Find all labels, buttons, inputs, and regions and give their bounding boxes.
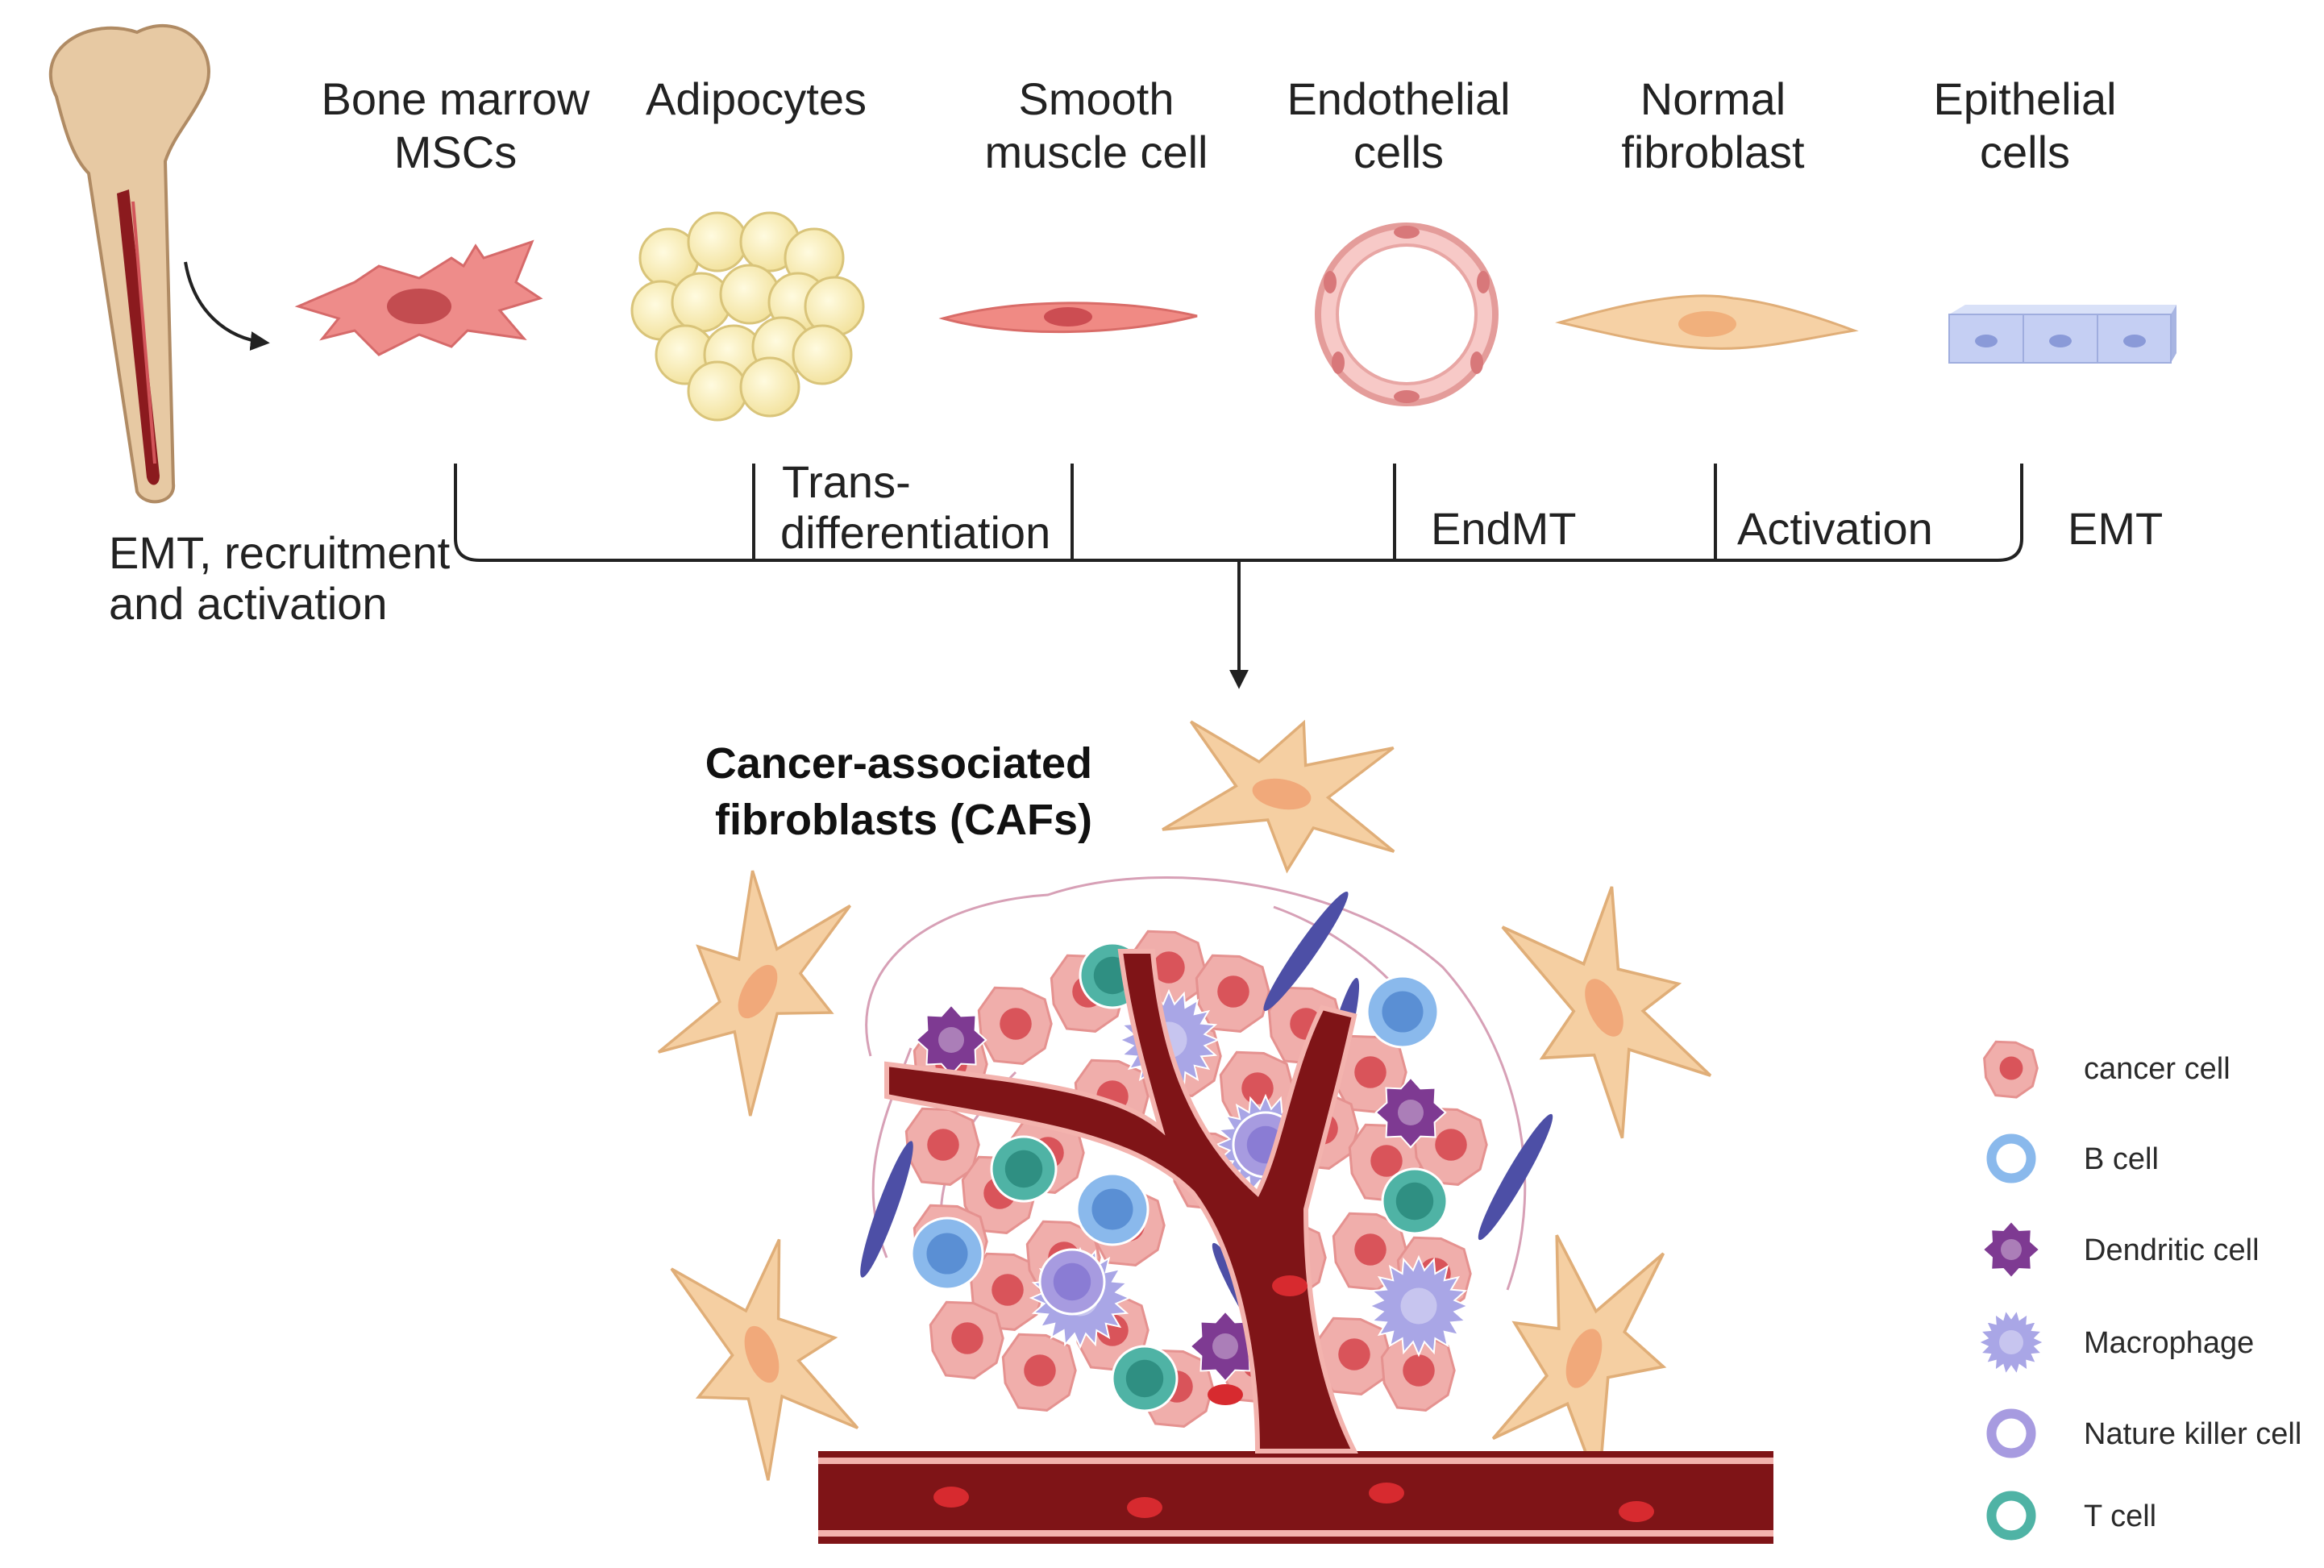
t-cell	[1381, 1167, 1449, 1235]
red-blood-cell	[1127, 1497, 1162, 1518]
cancer-cell	[1332, 1212, 1407, 1291]
adipocyte	[792, 324, 853, 385]
red-blood-cell	[1272, 1275, 1308, 1296]
b-cell	[1366, 975, 1440, 1049]
epithelial-cells-icon	[1948, 305, 2176, 364]
b-cell	[910, 1217, 984, 1291]
source-label-line1: Endothelial	[1287, 73, 1510, 124]
cancer-cell	[977, 986, 1053, 1065]
source-label-line2: cells	[1980, 127, 2070, 177]
legend-label: cancer cell	[2084, 1052, 2230, 1086]
activation-label: Activation	[1737, 503, 1933, 554]
source-label-smc: Smooth muscle cell	[985, 73, 1208, 177]
cancer-cell-icon	[1983, 1040, 2039, 1099]
legend-item: T cell	[1984, 1488, 2156, 1543]
adipocyte	[739, 356, 800, 418]
caf-title-line1: Cancer-associated	[705, 739, 1092, 788]
adipocyte	[687, 211, 748, 272]
smooth-muscle-cell-icon	[938, 302, 1198, 334]
macrophage-icon	[1977, 1308, 2046, 1377]
bone-to-msc-arrow	[184, 261, 270, 351]
source-label-bmsc: Bone marrow MSCs	[321, 73, 590, 177]
b-cell-icon	[1984, 1131, 2039, 1186]
caf-fibroblast-icon	[657, 870, 851, 1117]
source-label-line1: Adipocytes	[646, 73, 867, 124]
legend-label: T cell	[2084, 1499, 2156, 1533]
red-blood-cell	[1369, 1483, 1404, 1504]
red-blood-cell	[933, 1487, 969, 1508]
macrophage	[1367, 1254, 1470, 1358]
caf-title-line2: fibroblasts (CAFs)	[715, 796, 1092, 844]
source-label-line2: MSCs	[394, 127, 517, 177]
t-cell-icon	[1984, 1488, 2039, 1543]
source-label-adipo: Adipocytes	[646, 73, 867, 124]
endothelial-ring-icon	[1315, 223, 1499, 406]
t-cell	[1111, 1345, 1179, 1412]
dendritic-cell-icon	[1981, 1220, 2041, 1279]
tumor-microenvironment	[818, 876, 1773, 1544]
nk-cell	[1038, 1248, 1106, 1316]
cancer-cell	[1412, 1107, 1488, 1186]
source-label-line1: Bone marrow	[321, 73, 590, 124]
legend-label: Nature killer cell	[2084, 1417, 2301, 1451]
stromal-cell	[1263, 891, 1349, 1012]
caf-fibroblast-icon	[1501, 886, 1712, 1139]
legend-item: Nature killer cell	[1984, 1406, 2301, 1461]
blood-vessel-branch	[884, 949, 1358, 1454]
source-label-line2: fibroblast	[1621, 127, 1805, 177]
dendritic-cell	[915, 1004, 987, 1076]
legend-item: Dendritic cell	[1981, 1220, 2260, 1279]
nk-cell-icon	[1984, 1406, 2039, 1461]
source-label-endo: Endothelial cells	[1287, 73, 1510, 177]
legend-label: B cell	[2084, 1142, 2159, 1176]
legend-item: B cell	[1984, 1131, 2159, 1186]
red-blood-cell	[1619, 1501, 1654, 1522]
trans-label: Trans-	[782, 456, 911, 507]
cancer-cell	[1001, 1333, 1077, 1412]
differentiation-label: differentiation	[780, 507, 1050, 558]
emt-recruitment-label: EMT, recruitment	[109, 527, 451, 578]
source-label-line1: Smooth	[1019, 73, 1174, 124]
caf-fibroblast-icon	[1162, 719, 1395, 874]
caf-fibroblast-icon	[670, 1238, 859, 1481]
bone-femur-icon	[49, 24, 210, 504]
source-label-line2: cells	[1353, 127, 1444, 177]
normal-fibroblast-icon	[1555, 294, 1859, 350]
cancer-cell	[929, 1300, 1004, 1379]
cancer-cell	[1380, 1333, 1456, 1412]
source-label-nfib: Normal fibroblast	[1621, 73, 1805, 177]
dendritic-cell	[1374, 1076, 1447, 1149]
adipocyte	[687, 360, 748, 422]
blood-vessel-main	[818, 1451, 1773, 1544]
red-blood-cell	[1208, 1384, 1243, 1405]
emt-label: EMT	[2068, 503, 2163, 554]
source-label-line1: Normal	[1640, 73, 1786, 124]
endmt-label: EndMT	[1431, 503, 1577, 554]
legend-item: Macrophage	[1977, 1308, 2254, 1377]
activation-label-line2: and activation	[109, 578, 388, 629]
source-label-line1: Epithelial	[1933, 73, 2116, 124]
cancer-cell	[904, 1107, 980, 1186]
dendritic-cell	[1189, 1310, 1262, 1383]
msc-cell-icon	[294, 239, 543, 356]
adipocyte-cluster-icon	[630, 211, 865, 422]
stromal-cell	[860, 1141, 913, 1278]
stromal-cell	[1478, 1113, 1553, 1241]
t-cell	[990, 1135, 1058, 1203]
source-label-line2: muscle cell	[985, 127, 1208, 177]
source-label-epi: Epithelial cells	[1933, 73, 2116, 177]
legend-label: Dendritic cell	[2084, 1233, 2260, 1267]
legend-item: cancer cell	[1983, 1040, 2230, 1099]
b-cell	[1075, 1172, 1150, 1246]
legend-label: Macrophage	[2084, 1326, 2254, 1360]
cancer-cell	[1195, 954, 1270, 1033]
